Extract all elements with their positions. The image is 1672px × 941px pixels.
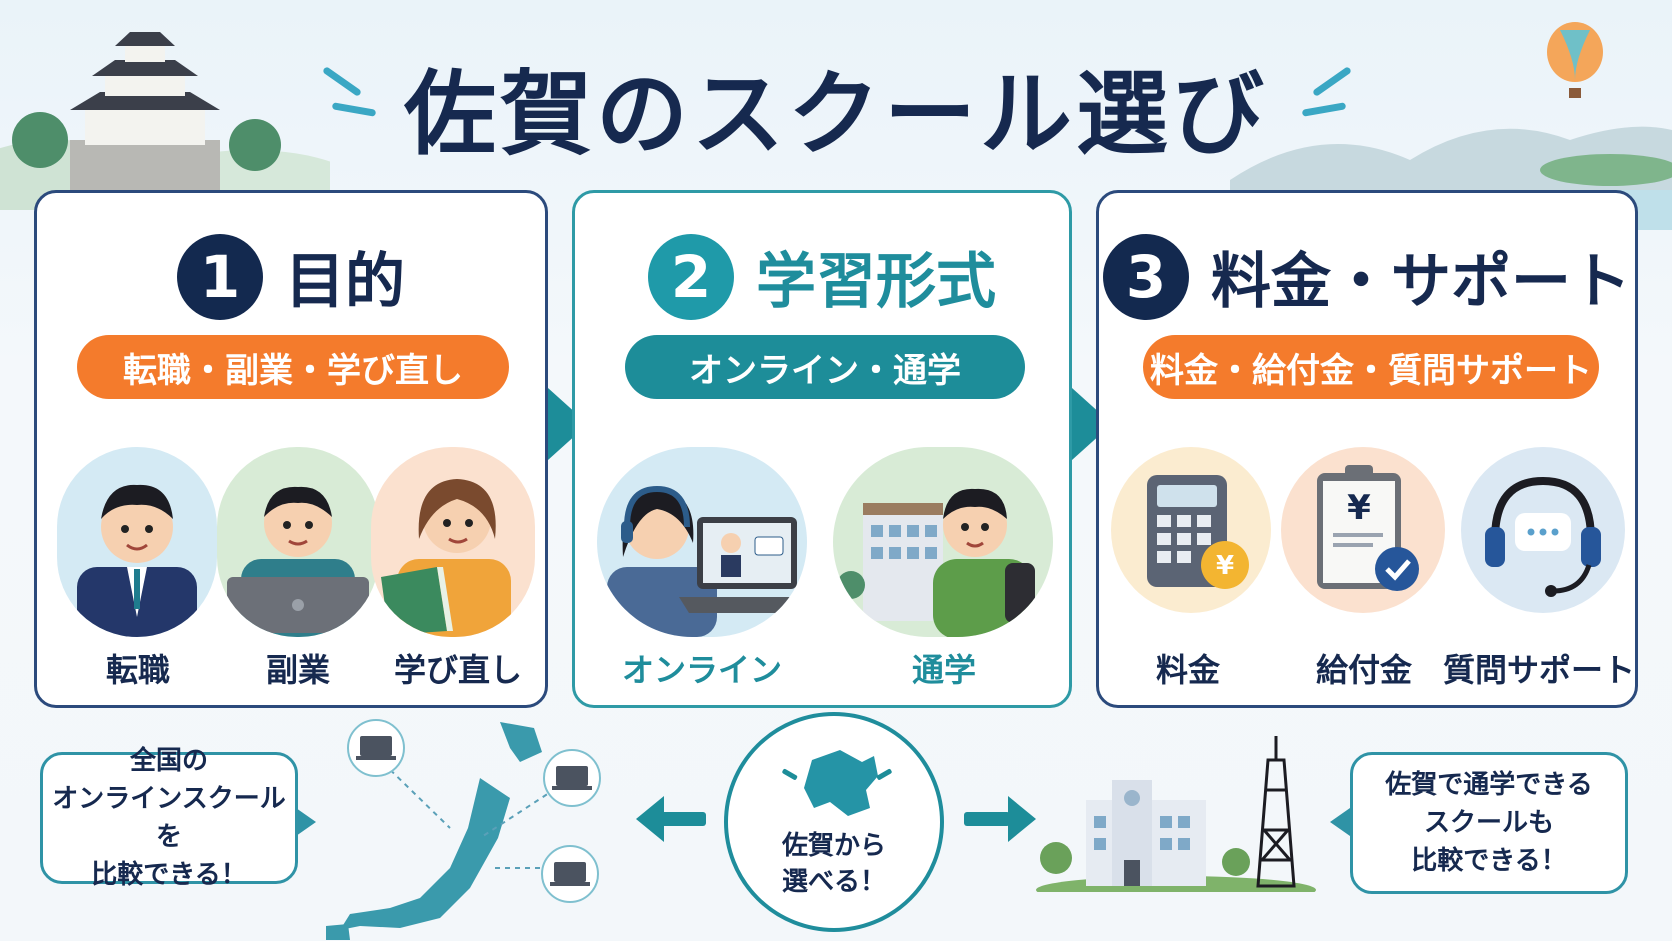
step-number-1: 1 [177, 233, 263, 320]
card-pill: 転職・副業・学び直し [77, 335, 509, 399]
clipboard-check-icon: ¥ [1281, 447, 1445, 613]
item-label-career-change: 転職 [105, 651, 170, 689]
online-compare-bubble: 全国の オンラインスクールを 比較できる！ [40, 746, 298, 890]
card-pill: 料金・給付金・質問サポート [1143, 335, 1599, 399]
student-book-icon [371, 447, 535, 637]
arrow-right-shaft [964, 812, 1010, 826]
item-label-commute: 通学 [911, 651, 976, 689]
laptop-worker-icon [217, 447, 379, 637]
businessman-icon [57, 447, 217, 637]
card-heading: 学習形式 [756, 247, 996, 317]
card-heading: 目的 [285, 247, 405, 317]
arrow-right-icon [1008, 796, 1036, 842]
item-label-side-job: 副業 [265, 651, 330, 689]
svg-text:¥: ¥ [1216, 551, 1234, 581]
svg-text:¥: ¥ [1347, 488, 1371, 528]
japan-map-illustration [326, 719, 601, 940]
commuting-student-icon [833, 447, 1053, 637]
bubble-line: スクールも [1423, 808, 1554, 838]
hot-air-balloon-icon [1547, 22, 1603, 98]
card-learning-format: 2 学習形式 オンライン・通学 [572, 190, 1072, 708]
bubble-tail [1330, 808, 1350, 836]
arrow-left-icon [636, 796, 664, 842]
item-label-subsidy: 給付金 [1315, 651, 1412, 689]
bubble-line: 比較できる！ [91, 860, 247, 890]
school-and-tower-illustration [1036, 736, 1316, 892]
center-text: 佐賀から 選べる！ [728, 828, 940, 900]
bubble-tail [296, 808, 316, 836]
center-line: 選べる！ [781, 867, 886, 897]
card-heading: 料金・サポート [1211, 247, 1631, 317]
arrow-left-shaft [660, 812, 706, 826]
item-label-online: オンライン [621, 651, 782, 689]
bubble-line: オンラインスクールを [52, 784, 286, 852]
center-line: 佐賀から [781, 831, 886, 861]
page-title: 佐賀のスクール選び [403, 61, 1268, 168]
item-label-question-support: 質問サポート [1442, 651, 1635, 689]
bubble-line: 全国の [129, 746, 208, 776]
saga-center-badge: 佐賀から 選べる！ [724, 712, 944, 932]
card-purpose: 1 目的 転職・副業・学び直し [34, 190, 548, 708]
item-label-relearning: 学び直し [393, 651, 522, 689]
commute-compare-bubble: 佐賀で通学できる スクールも 比較できる！ [1350, 752, 1628, 894]
headset-icon [1461, 447, 1625, 613]
online-learner-icon [597, 447, 807, 637]
card-fee-support: 3 料金・サポート 料金・給付金・質問サポート ¥ ¥ [1096, 190, 1638, 708]
saga-map-icon [782, 750, 892, 816]
saga-castle-illustration [0, 32, 330, 210]
step-number-2: 2 [648, 233, 734, 320]
card-pill: オンライン・通学 [625, 335, 1025, 399]
calculator-icon: ¥ [1111, 447, 1271, 613]
bubble-line: 比較できる！ [1411, 846, 1567, 876]
bubble-line: 佐賀で通学できる [1385, 770, 1593, 800]
item-label-fee: 料金 [1155, 651, 1220, 689]
step-number-3: 3 [1103, 233, 1189, 320]
